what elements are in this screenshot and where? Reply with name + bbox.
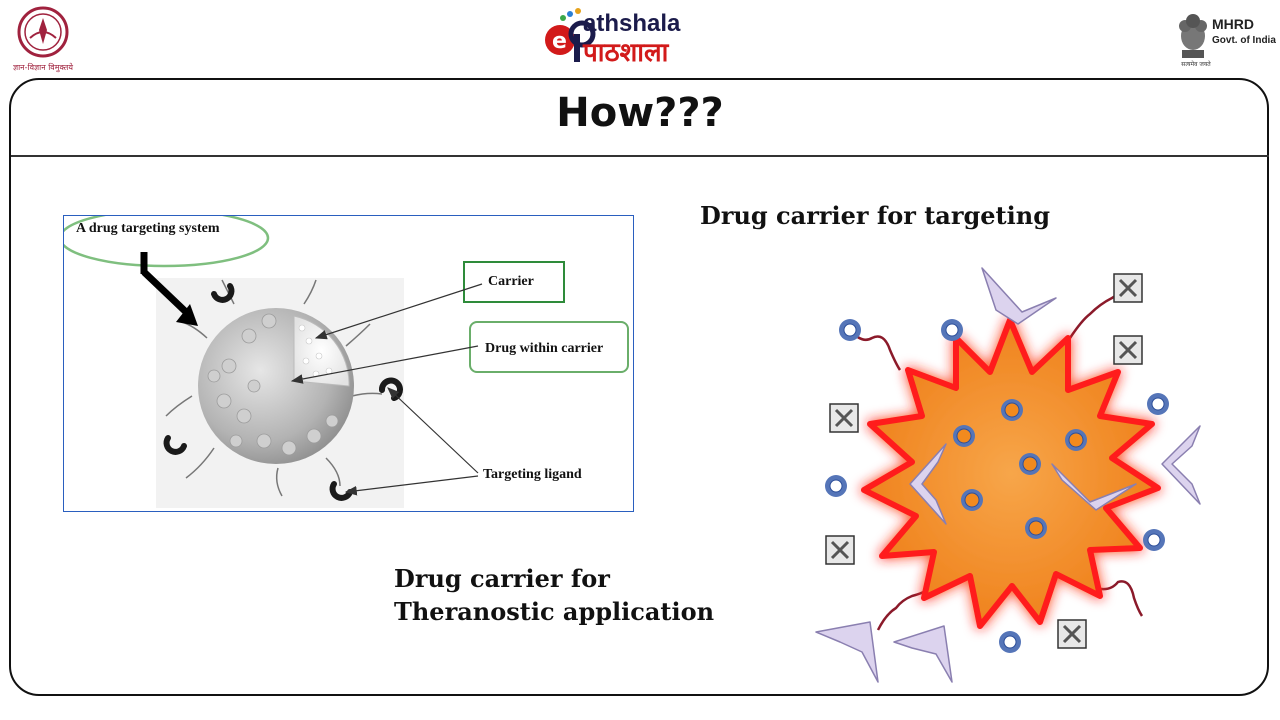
emblem-caption: सत्यमेव जयते: [1181, 61, 1211, 68]
theranostic-carrier-illustration: [815, 267, 1201, 683]
drug-targeting-system-panel: A drug targeting system Carrier Drug wit…: [58, 208, 634, 512]
title-divider: [11, 155, 1269, 157]
surface-tethers: [165, 279, 383, 497]
slide-title: How???: [556, 90, 724, 136]
carrier-sphere: [198, 308, 354, 464]
theranostic-caption-line-1: Drug carrier for: [394, 564, 610, 593]
header: ज्ञान-विज्ञान विमुक्तये e athshala पाठशा…: [0, 0, 1280, 78]
sphere-texture: [207, 313, 339, 456]
ministry-sub-label: Govt. of India: [1212, 35, 1276, 46]
ligand-label: Targeting ligand: [483, 467, 582, 482]
theranostic-caption-line-2: Theranostic application: [394, 597, 715, 626]
carrier-label: Carrier: [488, 274, 534, 289]
brand-name-hindi: पाठशाला: [583, 38, 669, 68]
university-logo-caption: ज्ञान-विज्ञान विमुक्तये: [12, 63, 74, 72]
university-logo-icon: [17, 6, 69, 58]
carrier-core: [861, 317, 1161, 629]
drug-targeting-diagram: A drug targeting system Carrier Drug wit…: [58, 208, 629, 508]
svg-text:e: e: [552, 29, 567, 54]
epathshala-logo-icon: e: [545, 8, 596, 62]
carrier-label-box: [463, 261, 565, 303]
ministry-label: MHRD: [1212, 16, 1254, 32]
system-label: A drug targeting system: [76, 221, 220, 236]
chevron-ligands: [815, 267, 1201, 683]
national-emblem-icon: [1179, 14, 1207, 58]
drug-core: [293, 315, 350, 387]
drug-label: Drug within carrier: [485, 341, 603, 356]
brand-name-english: athshala: [583, 10, 681, 37]
targeting-caption: Drug carrier for targeting: [700, 201, 1050, 230]
